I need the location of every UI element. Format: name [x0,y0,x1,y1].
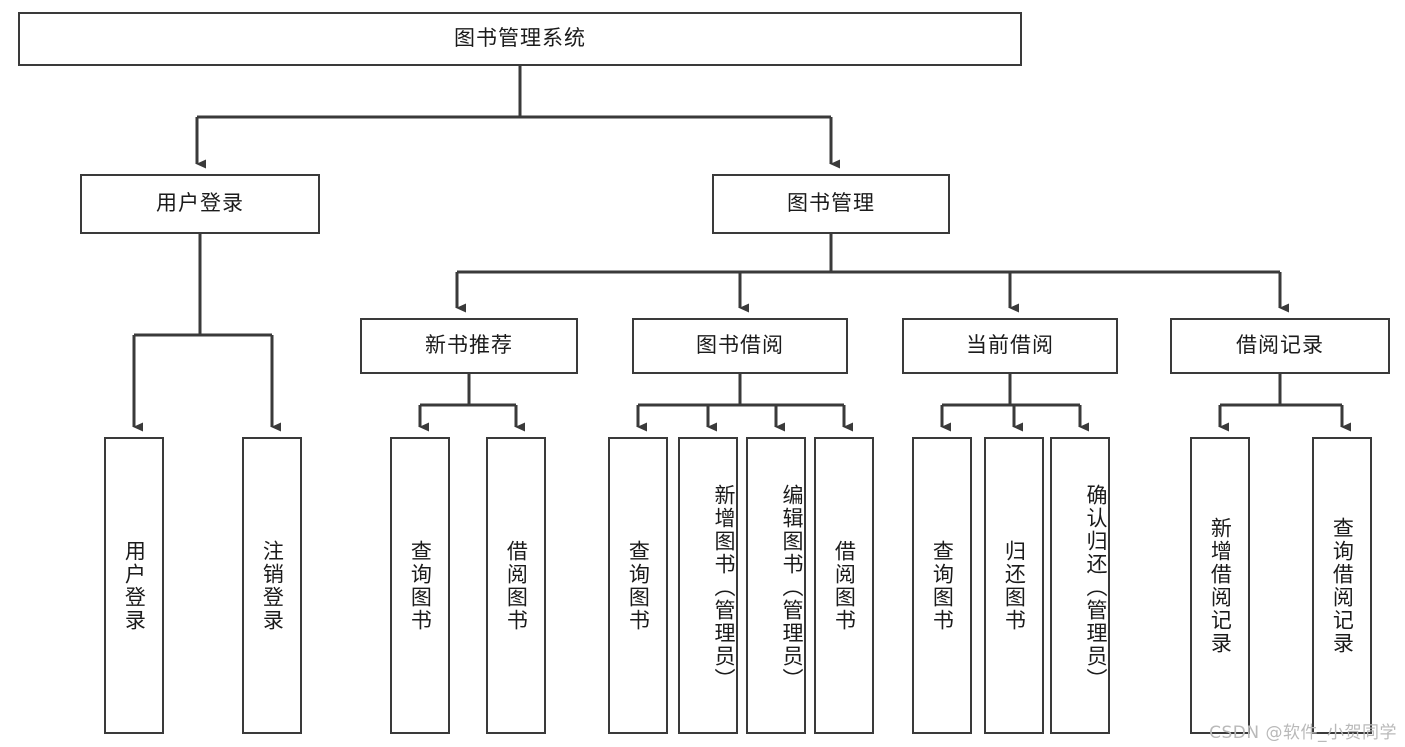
node-label: 编辑图书（管理员） [780,484,804,691]
leaf-return-book[interactable]: 归还图书 [984,437,1044,734]
node-label: 借阅图书 [504,539,529,632]
leaf-query-book-borrow[interactable]: 查询图书 [608,437,668,734]
node-label: 归还图书 [1002,539,1027,632]
node-label: 新书推荐 [425,333,513,358]
node-label: 借阅图书 [832,539,857,632]
node-label: 用户登录 [122,539,147,632]
node-label: 查询图书 [626,539,651,632]
leaf-confirm-return-admin[interactable]: 确认归还（管理员） [1050,437,1110,734]
node-borrow-record[interactable]: 借阅记录 [1170,318,1390,374]
node-new-book-recommend[interactable]: 新书推荐 [360,318,578,374]
node-label: 查询图书 [930,539,955,632]
leaf-query-book-recommend[interactable]: 查询图书 [390,437,450,734]
node-label: 借阅记录 [1236,333,1324,358]
node-label: 图书管理 [787,191,875,216]
node-label: 查询借阅记录 [1330,516,1355,655]
node-root[interactable]: 图书管理系统 [18,12,1022,66]
leaf-query-borrow-record[interactable]: 查询借阅记录 [1312,437,1372,734]
leaf-borrow-book[interactable]: 借阅图书 [814,437,874,734]
node-current-borrow[interactable]: 当前借阅 [902,318,1118,374]
watermark: CSDN @软件_小贺同学 [1209,723,1397,743]
leaf-add-borrow-record[interactable]: 新增借阅记录 [1190,437,1250,734]
node-label: 当前借阅 [966,333,1054,358]
node-label: 确认归还（管理员） [1084,484,1108,691]
node-label: 图书借阅 [696,333,784,358]
node-book-borrow[interactable]: 图书借阅 [632,318,848,374]
node-label: 新增图书（管理员） [712,484,736,691]
node-user-login[interactable]: 用户登录 [80,174,320,234]
leaf-user-login[interactable]: 用户登录 [104,437,164,734]
node-label: 新增借阅记录 [1208,516,1233,655]
node-book-management[interactable]: 图书管理 [712,174,950,234]
leaf-edit-book-admin[interactable]: 编辑图书（管理员） [746,437,806,734]
leaf-query-book-current[interactable]: 查询图书 [912,437,972,734]
node-label: 查询图书 [408,539,433,632]
node-label: 图书管理系统 [454,26,586,51]
node-label: 注销登录 [260,539,285,632]
leaf-borrow-book-recommend[interactable]: 借阅图书 [486,437,546,734]
leaf-add-book-admin[interactable]: 新增图书（管理员） [678,437,738,734]
leaf-logout-login[interactable]: 注销登录 [242,437,302,734]
node-label: 用户登录 [156,191,244,216]
